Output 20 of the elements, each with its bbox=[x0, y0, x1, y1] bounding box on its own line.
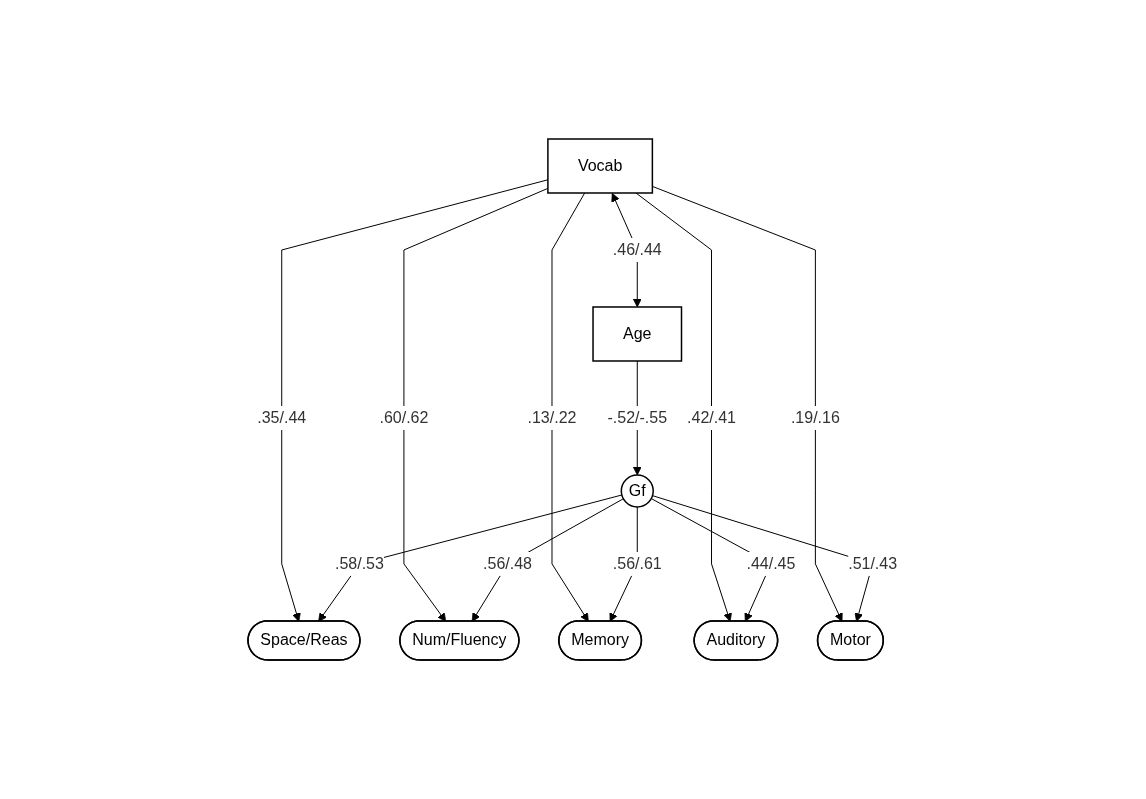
edge-label: .56/.61 bbox=[613, 554, 663, 572]
edge-label: .42/.41 bbox=[687, 409, 737, 427]
arrow bbox=[551, 192, 590, 622]
arrow bbox=[472, 498, 625, 622]
edge-label: .19/.16 bbox=[791, 409, 841, 427]
edge-label: .51/.43 bbox=[848, 554, 898, 572]
arrow bbox=[281, 179, 549, 622]
edge-label: .60/.62 bbox=[379, 409, 429, 427]
node-box: Vocab bbox=[547, 138, 654, 194]
node-circle: Gf bbox=[621, 474, 655, 508]
arrow bbox=[318, 494, 623, 622]
edge-label: .13/.22 bbox=[527, 409, 577, 427]
edge-label: .35/.44 bbox=[257, 409, 307, 427]
edge-label: .44/.45 bbox=[746, 554, 796, 572]
edge-label: .56/.48 bbox=[483, 554, 533, 572]
edge-label: -.52/-.55 bbox=[607, 409, 668, 427]
edge-label: .58/.53 bbox=[335, 554, 385, 572]
arrow bbox=[403, 187, 549, 622]
edge-label: .46/.44 bbox=[613, 241, 663, 259]
node-box: Age bbox=[592, 306, 683, 362]
